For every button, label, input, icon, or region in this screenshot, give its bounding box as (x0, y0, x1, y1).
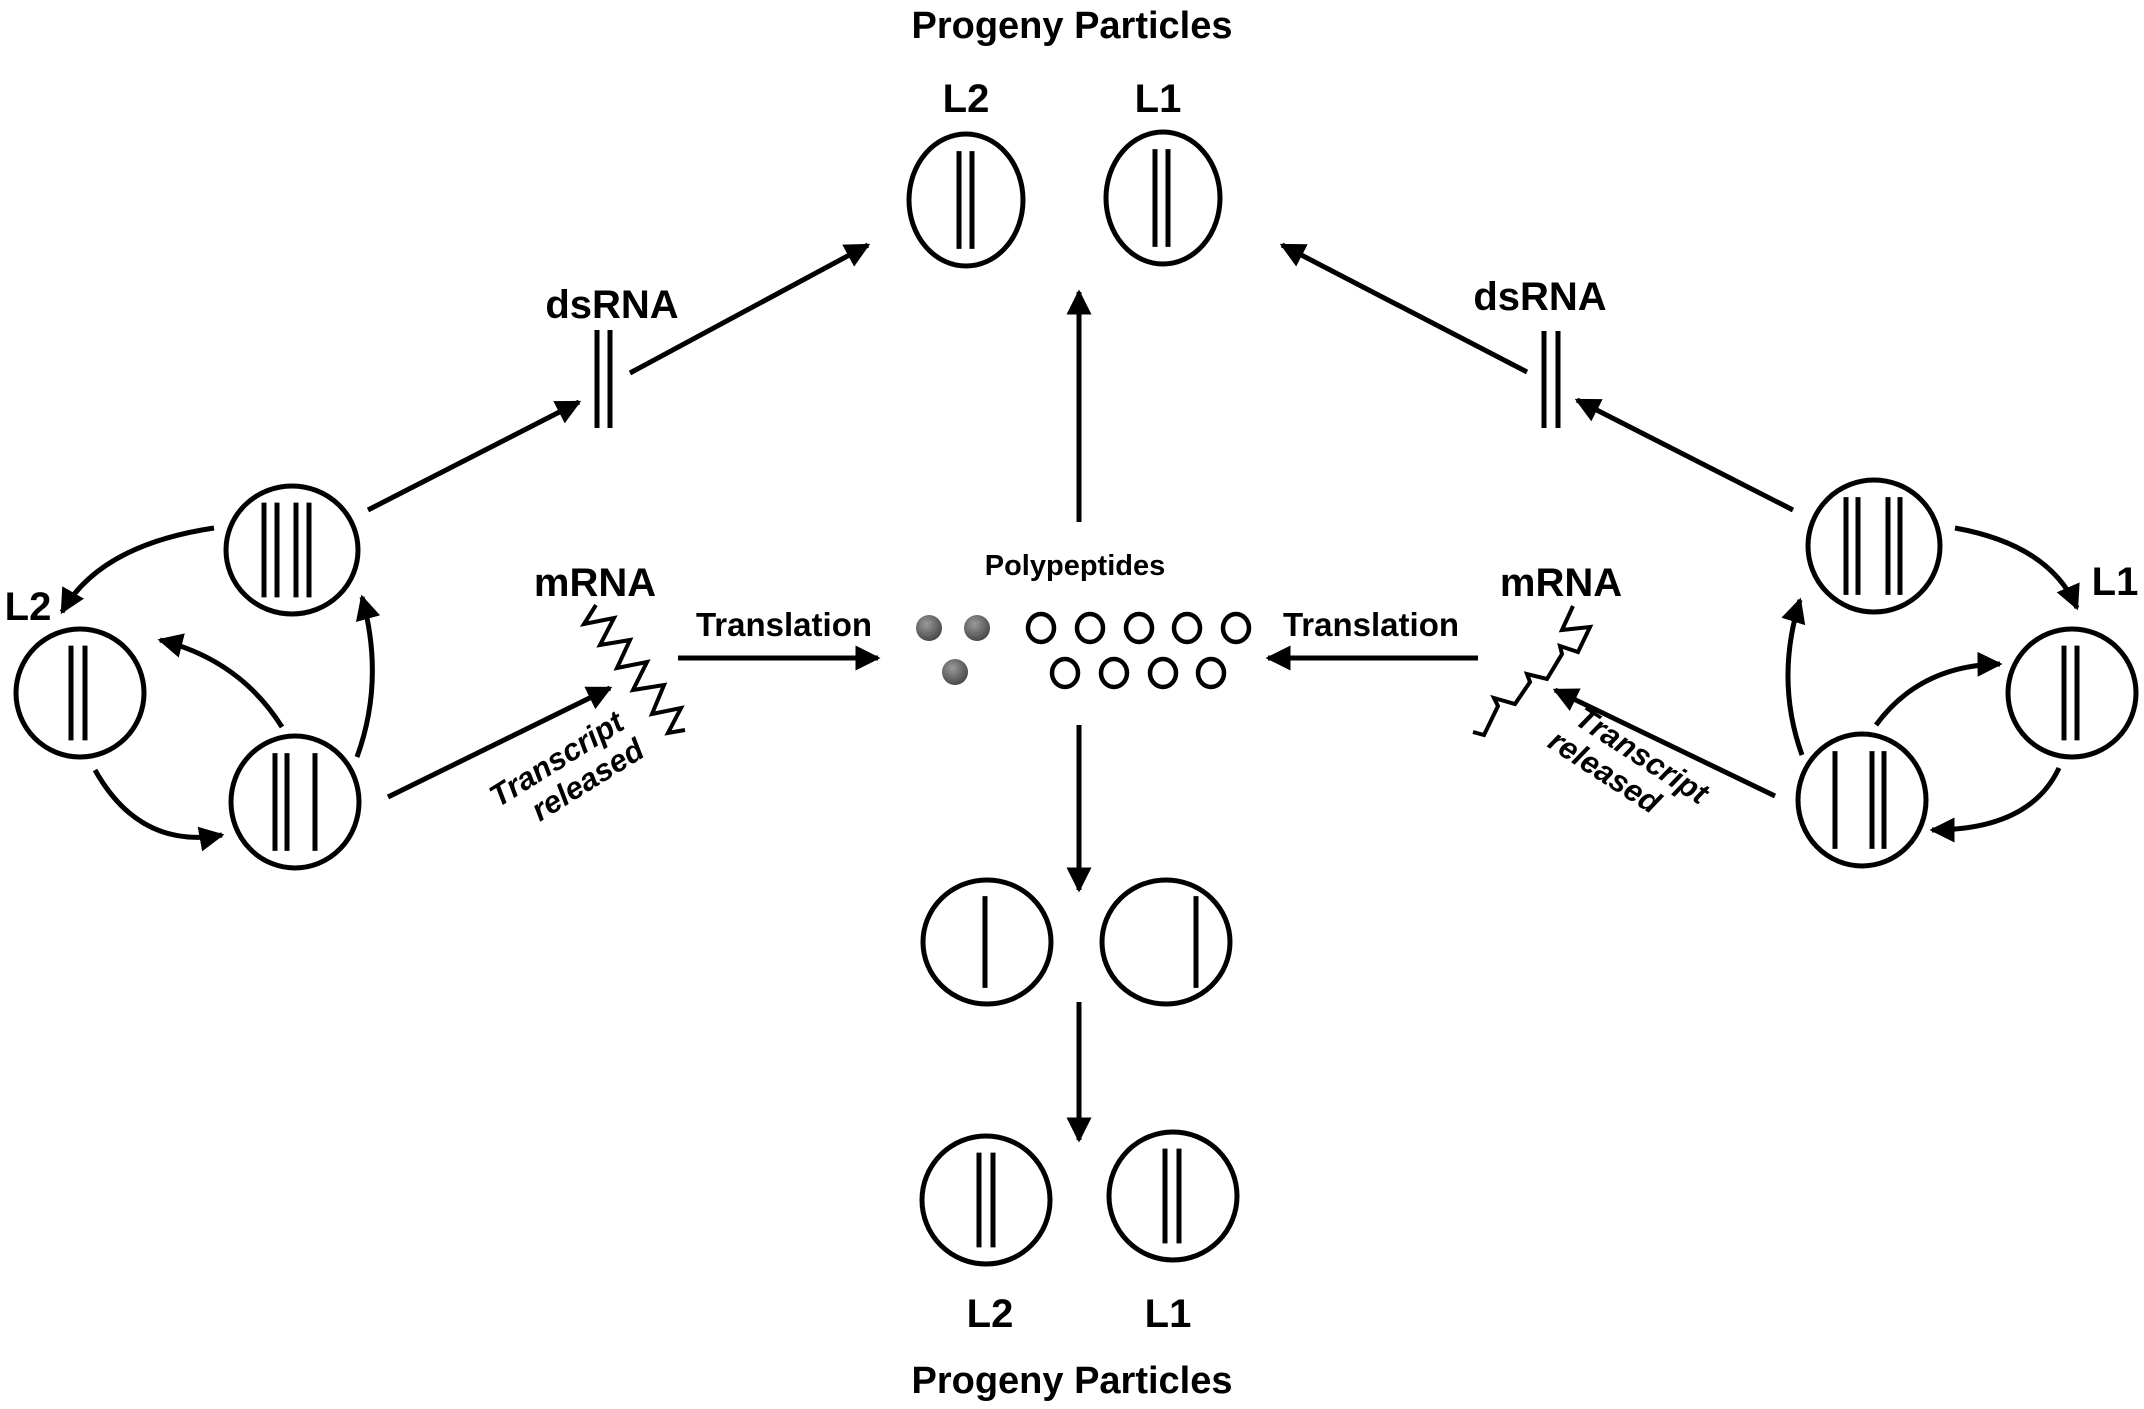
polypeptide-open-dot (1074, 611, 1106, 645)
particle-capsid (223, 483, 361, 617)
polypeptide-filled-dot (964, 615, 990, 641)
particle-bottom-progeny-l1 (1106, 1129, 1240, 1263)
polypeptide-filled-dot (916, 615, 942, 641)
left-transcript-released-label: Transcript released (483, 703, 651, 828)
right-transcript-released-label: Transcript released (1542, 700, 1716, 822)
right-mrna-label: mRNA (1500, 561, 1622, 605)
arrow-right-top-to-l1 (1954, 525, 2080, 611)
particle-capsid (13, 626, 147, 760)
polypeptide-open-dot (1049, 656, 1081, 690)
left-mrna-label: mRNA (534, 561, 656, 605)
top-title: Progeny Particles (911, 5, 1232, 47)
arrow-right-bottom-to-l1 (1873, 651, 2003, 727)
particle-capsid (1795, 731, 1929, 869)
bottom-label-l2: L2 (967, 1292, 1014, 1336)
right-dsrna-label: dsRNA (1473, 275, 1606, 319)
particle-capsid (1805, 477, 1943, 615)
top-label-l2: L2 (943, 77, 990, 121)
polypeptide-open-dot (1195, 656, 1227, 690)
polypeptide-open-dot (1123, 611, 1155, 645)
left-cycle-arrows (59, 525, 381, 852)
bottom-label-l1: L1 (1145, 1292, 1192, 1336)
right-mrna-zigzag-icon (1472, 605, 1594, 738)
particle-bottom-ss-right (1099, 877, 1233, 1007)
particles-layer (13, 129, 2139, 1267)
particle-capsid (906, 131, 1026, 269)
polypeptides-label: Polypeptides (985, 550, 1166, 582)
particle-left-cycle-l2-ds (13, 626, 147, 760)
particle-capsid (1099, 877, 1233, 1007)
bottom-title: Progeny Particles (911, 1360, 1232, 1402)
polypeptide-open-dot (1098, 656, 1130, 690)
left-dsrna-strands (594, 330, 613, 428)
arrow-left-dsrna-to-progeny (628, 242, 871, 376)
left-dsrna-label: dsRNA (545, 283, 678, 327)
arrow-right-cycle-to-dsrna (1574, 397, 1795, 513)
arrow-left-bottom-to-l2 (157, 633, 285, 729)
particle-capsid (228, 733, 362, 871)
arrows (366, 242, 1795, 1143)
right-cycle-label-l1: L1 (2092, 560, 2139, 604)
left-cycle-label-l2: L2 (5, 585, 52, 629)
arrow-right-bottom-to-top (1781, 597, 1806, 756)
arrow-left-transcript-released (386, 685, 613, 800)
top-label-l1: L1 (1135, 77, 1182, 121)
particle-bottom-progeny-l2 (919, 1133, 1053, 1267)
particle-left-cycle-bottom-3 (228, 733, 362, 871)
arrow-left-bottom-to-top (354, 594, 381, 758)
arrow-right-transcript-released (1552, 687, 1777, 799)
left-translation-label: Translation (696, 606, 872, 643)
arrow-left-top-to-l2 (59, 525, 215, 615)
right-translation-label: Translation (1283, 606, 1459, 643)
particle-right-cycle-l1-ds (2005, 626, 2139, 760)
polypeptide-open-dot (1025, 611, 1057, 645)
polypeptide-open-dot (1147, 656, 1179, 690)
polypeptide-open-dot (1171, 611, 1203, 645)
particle-top-progeny-l2 (906, 131, 1026, 269)
right-cycle-arrows (1781, 525, 2080, 843)
particle-bottom-ss-left (920, 877, 1054, 1007)
particle-capsid (1106, 1129, 1240, 1263)
particle-top-progeny-l1 (1103, 129, 1223, 267)
arrow-right-dsrna-to-progeny (1279, 242, 1529, 375)
arrow-left-cycle-to-dsrna (366, 399, 582, 513)
particle-right-cycle-bottom-3 (1795, 731, 1929, 869)
particle-right-cycle-top-4 (1805, 477, 1943, 615)
right-dsrna-strands (1541, 331, 1561, 428)
polypeptides-layer (916, 611, 1252, 690)
particle-capsid (919, 1133, 1053, 1267)
polypeptide-open-dot (1220, 611, 1252, 645)
particle-capsid (2005, 626, 2139, 760)
left-mrna-zigzag-icon (579, 603, 686, 736)
particle-capsid (1103, 129, 1223, 267)
arrow-right-l1-to-bottom (1929, 766, 2062, 843)
polypeptide-filled-dot (942, 659, 968, 685)
particle-left-cycle-top-4 (223, 483, 361, 617)
arrow-left-l2-to-bottom (92, 768, 225, 852)
